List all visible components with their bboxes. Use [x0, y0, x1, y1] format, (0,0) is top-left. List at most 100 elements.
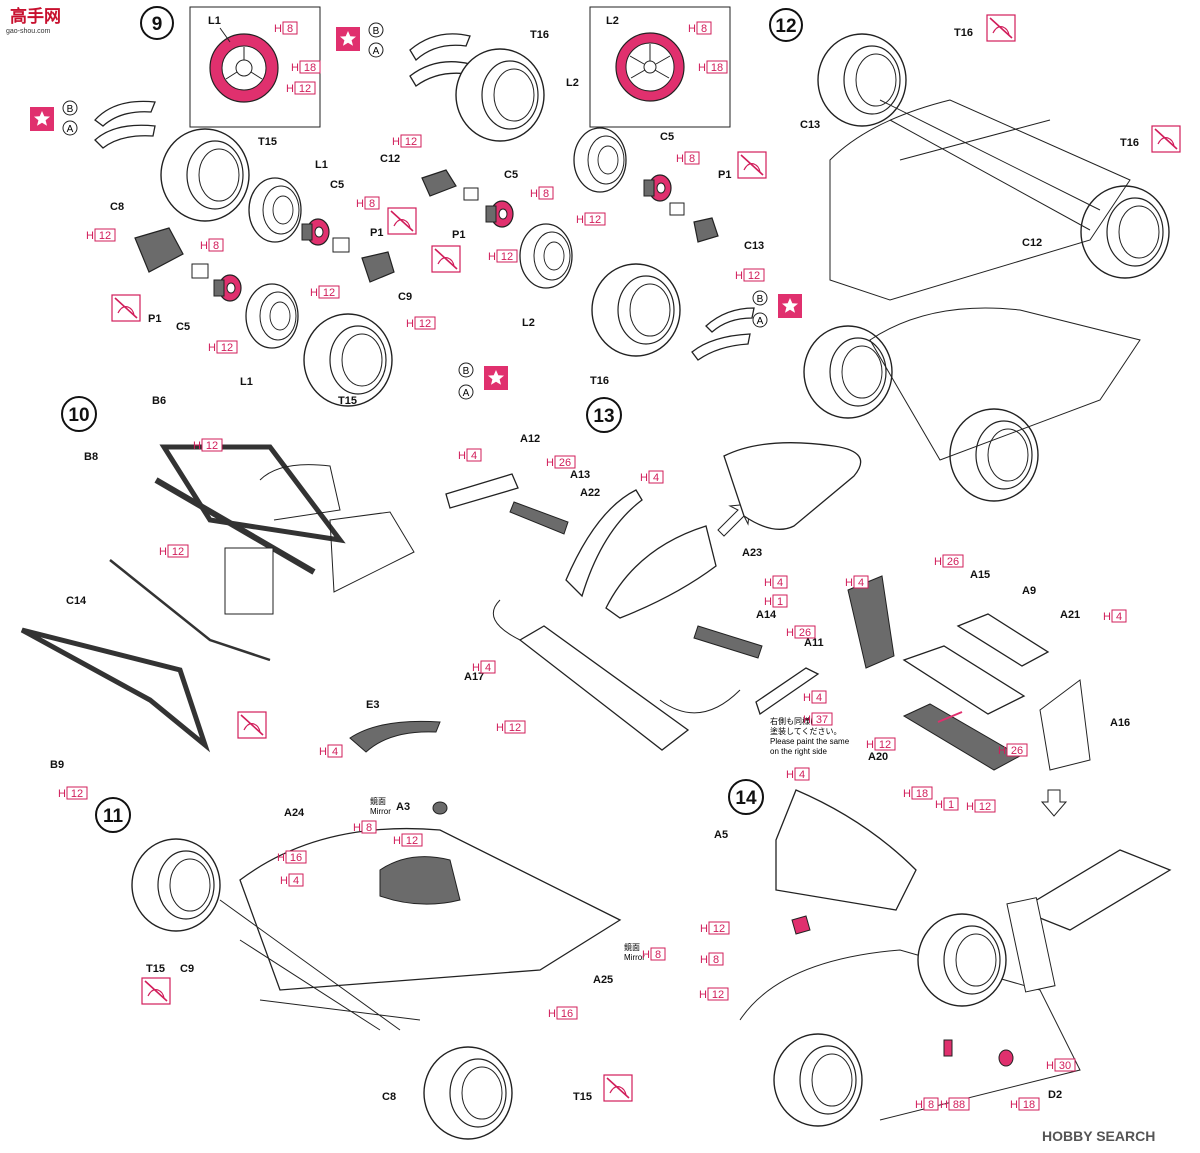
option-a: A: [67, 124, 74, 135]
svg-text:4: 4: [293, 875, 299, 887]
label-a23: A23: [742, 547, 762, 559]
label-l2-c: L2: [606, 15, 619, 27]
tire-half-a: [94, 124, 156, 149]
svg-text:H: H: [496, 722, 504, 734]
step-11: 11 E3 A3 A24 A25 鏡面 Mirror 鏡面 Mirror T15…: [95, 699, 645, 1140]
tire-t15-c: [131, 838, 221, 932]
svg-text:H: H: [393, 835, 401, 847]
step-10-number: 10: [68, 405, 89, 426]
svg-text:1: 1: [948, 799, 954, 811]
option-b-4: B: [757, 294, 764, 305]
svg-text:18: 18: [1023, 1099, 1035, 1111]
label-a22: A22: [580, 487, 600, 499]
label-c8: C8: [110, 201, 124, 213]
svg-text:H: H: [200, 240, 208, 252]
label-a3: A3: [396, 801, 410, 813]
svg-text:4: 4: [777, 577, 783, 589]
svg-text:4: 4: [471, 450, 477, 462]
watermark-top: 高手网 gao-shou.com: [4, 4, 72, 35]
tire-front-view: [803, 325, 893, 419]
svg-text:H: H: [406, 318, 414, 330]
svg-text:H: H: [353, 822, 361, 834]
no-glue-icon-i: [1151, 125, 1181, 153]
svg-text:H: H: [764, 596, 772, 608]
svg-text:4: 4: [332, 746, 338, 758]
rim-l1-b: [245, 283, 299, 349]
label-a5: A5: [714, 829, 728, 841]
svg-text:H: H: [86, 230, 94, 242]
svg-text:12: 12: [206, 440, 218, 452]
svg-text:12: 12: [748, 270, 760, 282]
step-14-badge: [728, 779, 764, 815]
svg-text:12: 12: [406, 835, 418, 847]
label-l2: L2: [566, 77, 579, 89]
hub-c5-front: [643, 174, 672, 202]
svg-text:H: H: [546, 457, 554, 469]
label-b9: B9: [50, 759, 64, 771]
tire-front-view-b: [949, 408, 1039, 502]
svg-text:H: H: [786, 627, 794, 639]
svg-text:H: H: [159, 546, 167, 558]
paint-code-h12: H 12: [393, 833, 423, 847]
svg-text:8: 8: [655, 949, 661, 961]
option-a-2: A: [463, 388, 470, 399]
hub-c5: [301, 218, 330, 246]
svg-text:8: 8: [689, 153, 695, 165]
svg-text:H: H: [935, 799, 943, 811]
label-l2-b: L2: [522, 317, 535, 329]
option-a-3: A: [373, 46, 380, 57]
svg-text:H: H: [966, 801, 974, 813]
note-mirror-en: Mirror: [370, 807, 391, 816]
no-glue-icon-h: [986, 14, 1016, 42]
paint-code-h26: H 26: [786, 625, 816, 639]
step-10-badge: [61, 396, 97, 432]
svg-text:H: H: [676, 153, 684, 165]
label-t15-d: T15: [573, 1091, 592, 1103]
svg-text:12: 12: [419, 318, 431, 330]
part-a14: [693, 625, 763, 659]
wing-a17: [518, 625, 690, 751]
svg-text:H: H: [642, 949, 650, 961]
svg-text:30: 30: [1059, 1060, 1071, 1072]
no-glue-icon-b: [111, 294, 141, 322]
svg-text:4: 4: [1116, 611, 1122, 623]
svg-text:8: 8: [928, 1099, 934, 1111]
svg-text:37: 37: [816, 714, 828, 726]
svg-text:H: H: [392, 136, 400, 148]
svg-text:H: H: [688, 23, 696, 35]
part-a13: [509, 501, 569, 535]
watermark-hobby-search: HOBBY SEARCH: [1042, 1128, 1155, 1144]
arrow-down-icon: [1040, 789, 1068, 817]
step-10: 10 B6 B8 C14 B9: [20, 395, 415, 771]
label-t15-b: T15: [338, 395, 357, 407]
svg-text:8: 8: [543, 188, 549, 200]
label-a13: A13: [570, 469, 590, 481]
no-glue-icon-d: [431, 245, 461, 273]
svg-text:H: H: [940, 1099, 948, 1111]
svg-text:H: H: [698, 62, 706, 74]
svg-text:H: H: [786, 769, 794, 781]
svg-text:26: 26: [799, 627, 811, 639]
svg-text:8: 8: [713, 954, 719, 966]
nose-a23: [605, 525, 717, 619]
label-c5: C5: [330, 179, 344, 191]
paint-code-h12: H 12: [193, 438, 223, 452]
tire-t16-front: [455, 48, 545, 142]
svg-text:12: 12: [979, 801, 991, 813]
svg-text:H: H: [640, 472, 648, 484]
svg-text:H: H: [193, 440, 201, 452]
step-11-badge: [95, 797, 131, 833]
